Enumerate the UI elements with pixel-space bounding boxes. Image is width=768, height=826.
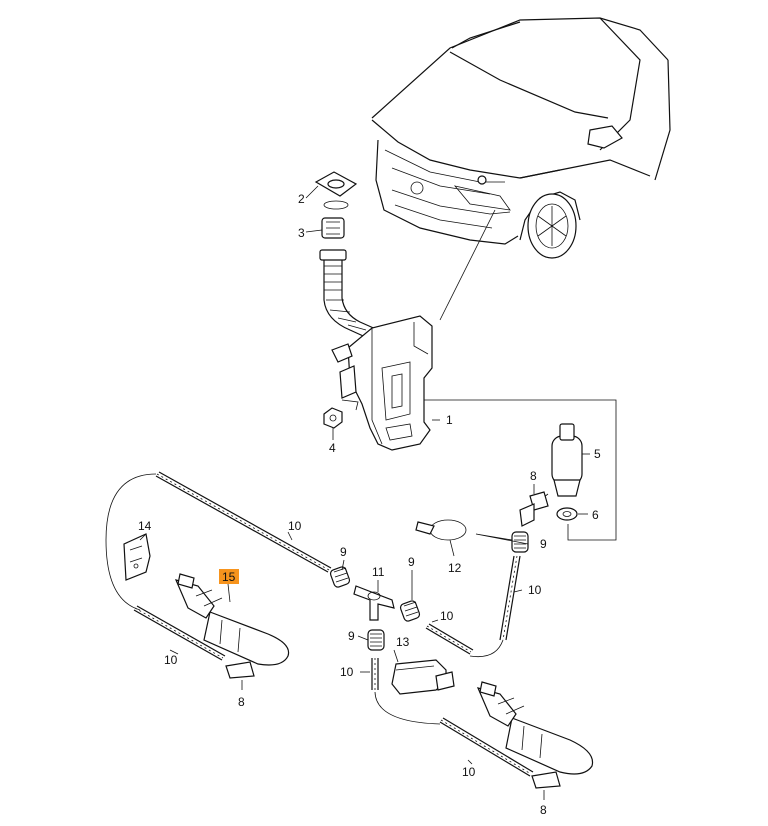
callout-9-bottom: 9 — [348, 629, 355, 643]
right-headlamp-washer-nozzle — [476, 681, 594, 789]
callout-9-right: 9 — [408, 555, 415, 569]
callout-8-left: 8 — [238, 695, 245, 709]
callout-13: 13 — [396, 635, 410, 649]
callout-9-pump: 9 — [540, 537, 547, 551]
callout-9-left: 9 — [340, 545, 347, 559]
callout-10-left: 10 — [164, 653, 178, 667]
callout-3: 3 — [298, 226, 305, 240]
highlight-box — [219, 569, 239, 584]
callout-6: 6 — [592, 508, 599, 522]
left-headlamp-washer-nozzle — [174, 573, 290, 679]
callout-14: 14 — [138, 519, 152, 533]
callout-10-bottom: 10 — [462, 765, 476, 779]
washer-reservoir-assembly — [314, 171, 433, 451]
callout-12: 12 — [448, 561, 462, 575]
callout-8-pump: 8 — [530, 469, 537, 483]
control-unit — [391, 659, 455, 695]
hose-network — [105, 471, 534, 777]
washer-pump-group — [415, 399, 617, 553]
callout-1: 1 — [446, 413, 453, 427]
callout-labels: 1 2 3 4 5 6 8 8 8 9 9 9 9 10 10 10 10 10… — [138, 192, 601, 817]
t-junction-group — [329, 566, 421, 651]
callout-8-right: 8 — [540, 803, 547, 817]
callout-10-pump: 10 — [528, 583, 542, 597]
car-front-illustration — [371, 17, 671, 321]
callout-10-mid: 10 — [440, 609, 454, 623]
callout-10-center: 10 — [340, 665, 354, 679]
callout-11: 11 — [372, 565, 385, 579]
callout-10-top: 10 — [288, 519, 302, 533]
bracket — [123, 533, 151, 581]
callout-15: 15 — [222, 570, 236, 584]
callout-4: 4 — [329, 441, 336, 455]
callout-2: 2 — [298, 192, 305, 206]
callout-5: 5 — [594, 447, 601, 461]
leader-lines — [139, 185, 590, 800]
